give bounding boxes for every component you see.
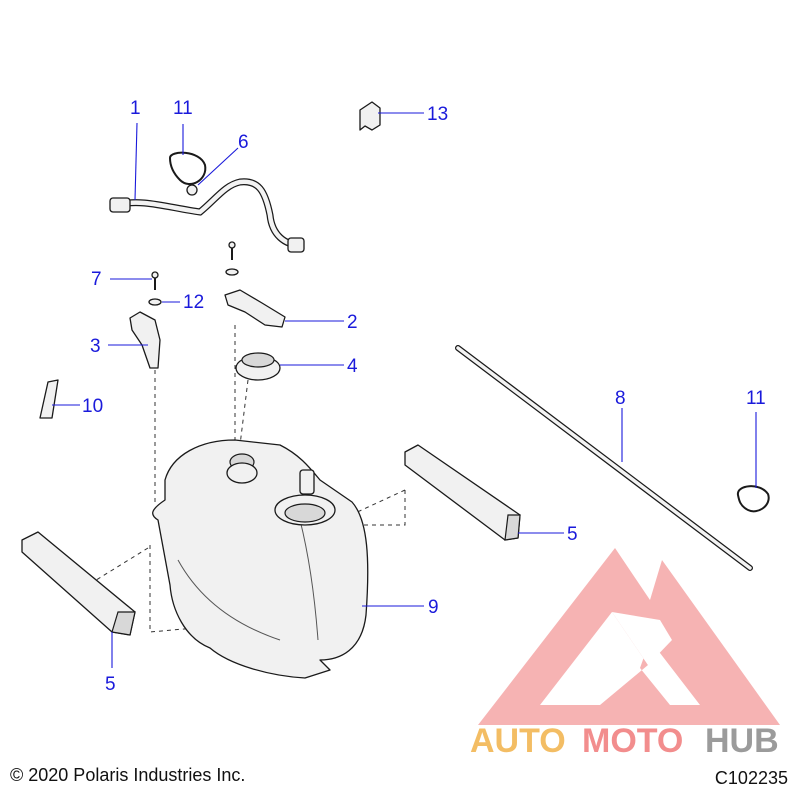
watermark-word-hub: HUB	[705, 722, 779, 760]
callout-12: 12	[183, 292, 204, 313]
callout-5-right: 5	[567, 524, 578, 545]
callout-9: 9	[428, 597, 439, 618]
callout-1: 1	[130, 98, 141, 119]
foam-strip-right-part	[404, 444, 521, 541]
drawing-number: C102235	[714, 768, 788, 788]
foam-strip-left-part	[21, 531, 136, 636]
callouts: 1 11 6 13 7 12 2 3 4 10 8 11 5 9 5	[82, 98, 766, 695]
callout-11-top: 11	[173, 98, 193, 119]
rod-part	[455, 345, 753, 571]
watermark-word-moto: MOTO	[582, 722, 683, 760]
watermark-text: AUTO MOTO HUB	[470, 722, 779, 760]
hose-clamp-right-part	[737, 485, 770, 513]
callout-2: 2	[347, 312, 358, 333]
callout-10: 10	[82, 396, 103, 417]
bolt-part	[148, 241, 239, 306]
nut-part	[186, 184, 198, 196]
callout-4: 4	[347, 356, 358, 377]
callout-13: 13	[427, 104, 448, 125]
callout-7: 7	[91, 269, 102, 290]
callout-3: 3	[90, 336, 101, 357]
callout-11-right: 11	[746, 388, 766, 409]
bracket-right-part	[224, 289, 286, 328]
fuel-hose-part	[109, 178, 305, 253]
watermark-word-auto: AUTO	[470, 722, 566, 760]
callout-6: 6	[238, 132, 249, 153]
fuel-tank-part	[152, 439, 369, 679]
callout-5-left: 5	[105, 674, 116, 695]
bracket-left-part	[129, 311, 161, 369]
pad-small-part	[39, 379, 59, 419]
leader-lines	[52, 112, 757, 668]
copyright-notice: © 2020 Polaris Industries Inc.	[10, 765, 246, 785]
callout-8: 8	[615, 388, 626, 409]
hose-clamp-top-part	[168, 151, 207, 185]
clip-part	[359, 101, 381, 131]
fuel-cap-part	[235, 352, 281, 381]
watermark-logo	[478, 548, 780, 725]
